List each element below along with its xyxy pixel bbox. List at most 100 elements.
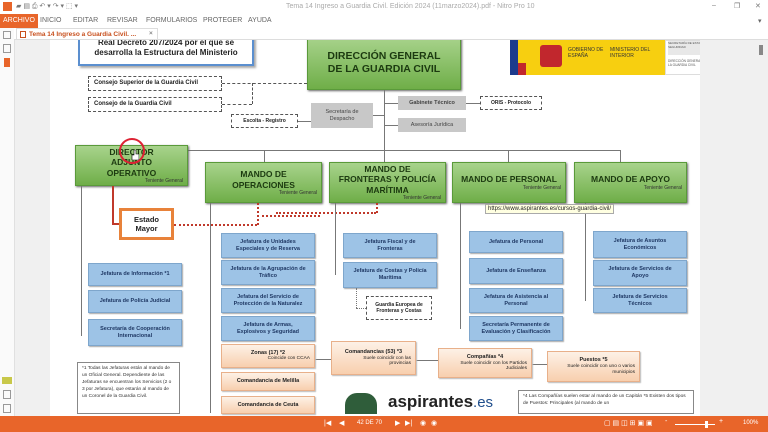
mando-fr-rank: Teniente General bbox=[402, 194, 441, 201]
last-page-button[interactable]: ▶| bbox=[405, 420, 413, 427]
ap-item: Jefatura de Asuntos Económicos bbox=[593, 231, 687, 258]
estado-mayor-label: Estado Mayor bbox=[133, 215, 159, 233]
oris-box: ORIS - Protocolo bbox=[480, 96, 542, 110]
left-panel-bar bbox=[0, 28, 15, 416]
menu-inicio[interactable]: INICIO bbox=[40, 17, 62, 24]
puestos-sub: Suele coincidir con uno o varios municip… bbox=[567, 364, 635, 375]
logo-dgc: DIRECCIÓN GENERAL DE LA GUARDIA CIVIL bbox=[668, 59, 700, 67]
dao-item: Jefatura de Policía Judicial bbox=[88, 290, 182, 313]
ceuta-label: Comandancia de Ceuta bbox=[237, 401, 299, 408]
consejo-label: Consejo de la Guardia Civil bbox=[94, 100, 172, 107]
signatures-icon[interactable] bbox=[3, 390, 11, 399]
pe-item: Jefatura de Enseñanza bbox=[469, 258, 563, 284]
aspirantes-logo: aspirantes.es bbox=[340, 391, 510, 414]
gabinete-label: Gabinete Técnico bbox=[409, 99, 455, 106]
ap-item-label: Jefatura de Asuntos Económicos bbox=[613, 237, 667, 251]
op-item: Jefatura de Unidades Especiales y de Res… bbox=[221, 233, 315, 258]
consejo-superior-box: Consejo Superior de la Guardia Civil bbox=[88, 76, 222, 91]
comments-icon[interactable] bbox=[2, 377, 12, 384]
zoom-slider-thumb[interactable] bbox=[705, 421, 708, 428]
nitro-logo-icon bbox=[3, 2, 12, 11]
coat-of-arms-icon bbox=[540, 45, 562, 67]
op-item-label: Jefatura del Servicio de Protección de l… bbox=[233, 293, 303, 307]
ceuta-box: Comandancia de Ceuta bbox=[221, 396, 315, 414]
consejo-superior-label: Consejo Superior de la Guardia Civil bbox=[94, 79, 199, 86]
decreto-line-1: Real Decreto 207/2024 por el que se bbox=[97, 40, 235, 48]
forward-view-button[interactable]: ◉ bbox=[431, 420, 438, 427]
zonas-sub: Coincide con CCAA bbox=[267, 356, 310, 362]
note-4: *4 Las Compañías suelen estar al mando d… bbox=[518, 390, 694, 414]
op-item-label: Jefatura de Armas, Explosivos y Segurida… bbox=[236, 321, 300, 335]
ribbon-collapse-icon[interactable]: ▾ bbox=[758, 18, 762, 25]
asesoria-label: Asesoría Jurídica bbox=[410, 121, 454, 128]
attachments-icon[interactable] bbox=[4, 58, 10, 67]
zoom-out-button[interactable]: - bbox=[665, 418, 668, 425]
first-page-button[interactable]: |◀ bbox=[324, 420, 332, 427]
zoom-in-button[interactable]: + bbox=[719, 418, 724, 425]
quick-access-toolbar[interactable]: ▰ ▤ ⎙ ↶ ▾ ↷ ▾ ⬚ ▾ bbox=[16, 3, 79, 10]
scrollbar-thumb[interactable] bbox=[759, 45, 763, 55]
menu-editar[interactable]: EDITAR bbox=[73, 17, 99, 24]
dg-label: DIRECCIÓN GENERAL DE LA GUARDIA CIVIL bbox=[327, 50, 441, 75]
fr-item: Jefatura de Costas y Policía Marítima bbox=[343, 262, 437, 288]
hand-cursor-icon bbox=[131, 150, 139, 160]
menu-ayuda[interactable]: AYUDA bbox=[248, 17, 272, 24]
page-indicator[interactable]: 42 DE 70 bbox=[357, 420, 383, 426]
menu-proteger[interactable]: PROTEGER bbox=[203, 17, 243, 24]
document-tab[interactable]: Tema 14 Ingreso a Guardia Civil. ... × bbox=[16, 28, 158, 40]
fr-item: Jefatura Fiscal y de Fronteras bbox=[343, 233, 437, 258]
bookmarks-icon[interactable] bbox=[3, 44, 11, 53]
guardia-europea-box: Guardia Europea de Fronteras y Costas bbox=[366, 296, 432, 320]
consejo-box: Consejo de la Guardia Civil bbox=[88, 97, 222, 112]
pdf-icon bbox=[20, 31, 26, 38]
back-view-button[interactable]: ◉ bbox=[420, 420, 427, 427]
ap-item: Jefatura de Servicios Técnicos bbox=[593, 288, 687, 313]
pe-item-label: Secretaría Permanente de Evaluación y Cl… bbox=[481, 321, 551, 335]
dao-item-label: Jefatura de Policía Judicial bbox=[99, 298, 171, 305]
comandancias-sub: Suele coincidir con las provincias bbox=[363, 355, 411, 367]
restore-button[interactable]: ❐ bbox=[734, 3, 741, 10]
pe-item-label: Jefatura de Asistencia al Personal bbox=[483, 293, 549, 307]
view-mode-buttons[interactable]: ▢ ▤ ◫ ⊞ ▣ ▣ bbox=[604, 420, 653, 427]
mando-fr-label: MANDO DE FRONTERAS Y POLICÍA MARÍTIMA bbox=[338, 164, 437, 195]
oris-label: ORIS - Protocolo bbox=[491, 100, 531, 106]
logo-secretaria: SECRETARÍA DE ESTADO DE SEGURIDAD bbox=[668, 41, 700, 55]
melilla-box: Comandancia de Melilla bbox=[221, 372, 315, 391]
cursor-highlight bbox=[119, 138, 145, 164]
escolta-box: Escolta - Registro bbox=[231, 114, 298, 128]
next-page-button[interactable]: ▶ bbox=[395, 420, 401, 427]
op-item: Jefatura de Armas, Explosivos y Segurida… bbox=[221, 316, 315, 341]
asesoria-box: Asesoría Jurídica bbox=[398, 118, 466, 132]
menu-revisar[interactable]: REVISAR bbox=[107, 17, 138, 24]
mascot-icon bbox=[345, 393, 377, 414]
zoom-slider[interactable] bbox=[675, 424, 715, 425]
tab-label: Tema 14 Ingreso a Guardia Civil. ... bbox=[29, 31, 137, 38]
layers-icon[interactable] bbox=[3, 404, 11, 413]
pe-item: Jefatura de Personal bbox=[469, 231, 563, 253]
menu-formularios[interactable]: FORMULARIOS bbox=[146, 17, 198, 24]
zoom-level: 100% bbox=[743, 420, 759, 426]
pe-item: Secretaría Permanente de Evaluación y Cl… bbox=[469, 316, 563, 341]
op-item: Jefatura del Servicio de Protección de l… bbox=[221, 288, 315, 313]
minimize-button[interactable]: – bbox=[712, 2, 716, 9]
prev-page-button[interactable]: ◀ bbox=[339, 420, 345, 427]
window-title: Tema 14 Ingreso a Guardia Civil. Edición… bbox=[286, 3, 535, 10]
comandancias-title: Comandancias (53) *3 bbox=[344, 348, 403, 355]
pe-item-label: Jefatura de Personal bbox=[488, 238, 544, 245]
tab-close-icon[interactable]: × bbox=[149, 30, 153, 37]
melilla-label: Comandancia de Melilla bbox=[236, 378, 300, 385]
mando-op-rank: Teniente General bbox=[278, 189, 317, 196]
direccion-general-box: DIRECCIÓN GENERAL DE LA GUARDIA CIVIL bbox=[307, 40, 461, 90]
menu-archivo[interactable]: ARCHIVO bbox=[0, 14, 38, 28]
close-button[interactable]: ✕ bbox=[755, 3, 761, 10]
estado-mayor-box: Estado Mayor bbox=[119, 208, 174, 240]
pages-icon[interactable] bbox=[3, 31, 11, 39]
secretaria-despacho-box: Secretaría de Despacho bbox=[311, 103, 373, 128]
